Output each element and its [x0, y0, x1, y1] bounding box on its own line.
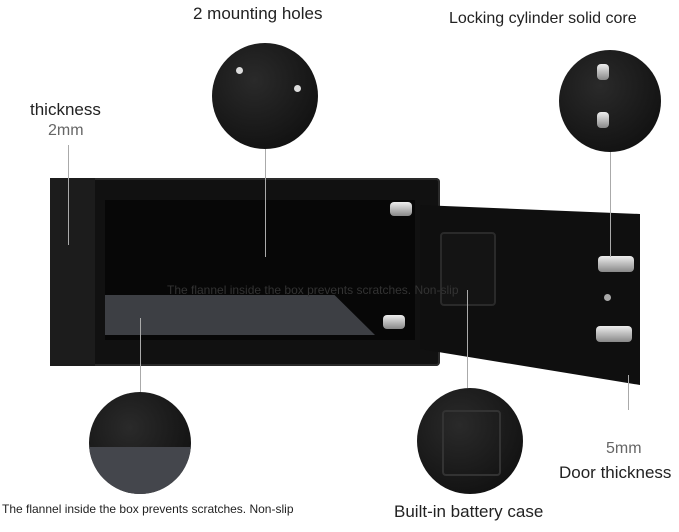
callout-line: [265, 149, 266, 257]
flannel-floor: [105, 295, 375, 335]
door-bolt-bottom: [596, 326, 632, 342]
cylinder-bolt: [597, 64, 609, 80]
hinge-bottom: [383, 315, 405, 329]
locking-cylinder-zoom: [559, 50, 661, 152]
callout-line: [467, 290, 468, 388]
callout-line: [628, 375, 629, 410]
battery-case-label: Built-in battery case: [394, 502, 544, 521]
callout-line: [68, 145, 69, 245]
battery-case-panel: [440, 232, 496, 306]
door-thickness-value: 5mm: [606, 440, 642, 457]
flannel-texture: [89, 447, 191, 494]
lock-cylinder: [604, 294, 611, 301]
thickness-value: 2mm: [48, 122, 84, 139]
safe-side: [50, 178, 95, 366]
locking-cylinder-label: Locking cylinder solid core: [449, 10, 637, 27]
mounting-holes-zoom: [212, 43, 318, 149]
callout-line: [610, 152, 611, 257]
flannel-zoom: [89, 392, 191, 494]
mounting-hole: [294, 85, 301, 92]
thickness-label: thickness: [30, 100, 101, 119]
ghost-text: The flannel inside the box prevents scra…: [167, 283, 459, 297]
battery-case-zoom: [417, 388, 523, 494]
flannel-label: The flannel inside the box prevents scra…: [2, 502, 294, 516]
mounting-hole: [236, 67, 243, 74]
mounting-holes-label: 2 mounting holes: [193, 4, 323, 23]
door-thickness-label: Door thickness: [559, 463, 672, 482]
callout-line: [140, 318, 141, 392]
hinge-top: [390, 202, 412, 216]
door-bolt-top: [598, 256, 634, 272]
battery-panel: [442, 410, 501, 476]
cylinder-bolt: [597, 112, 609, 128]
